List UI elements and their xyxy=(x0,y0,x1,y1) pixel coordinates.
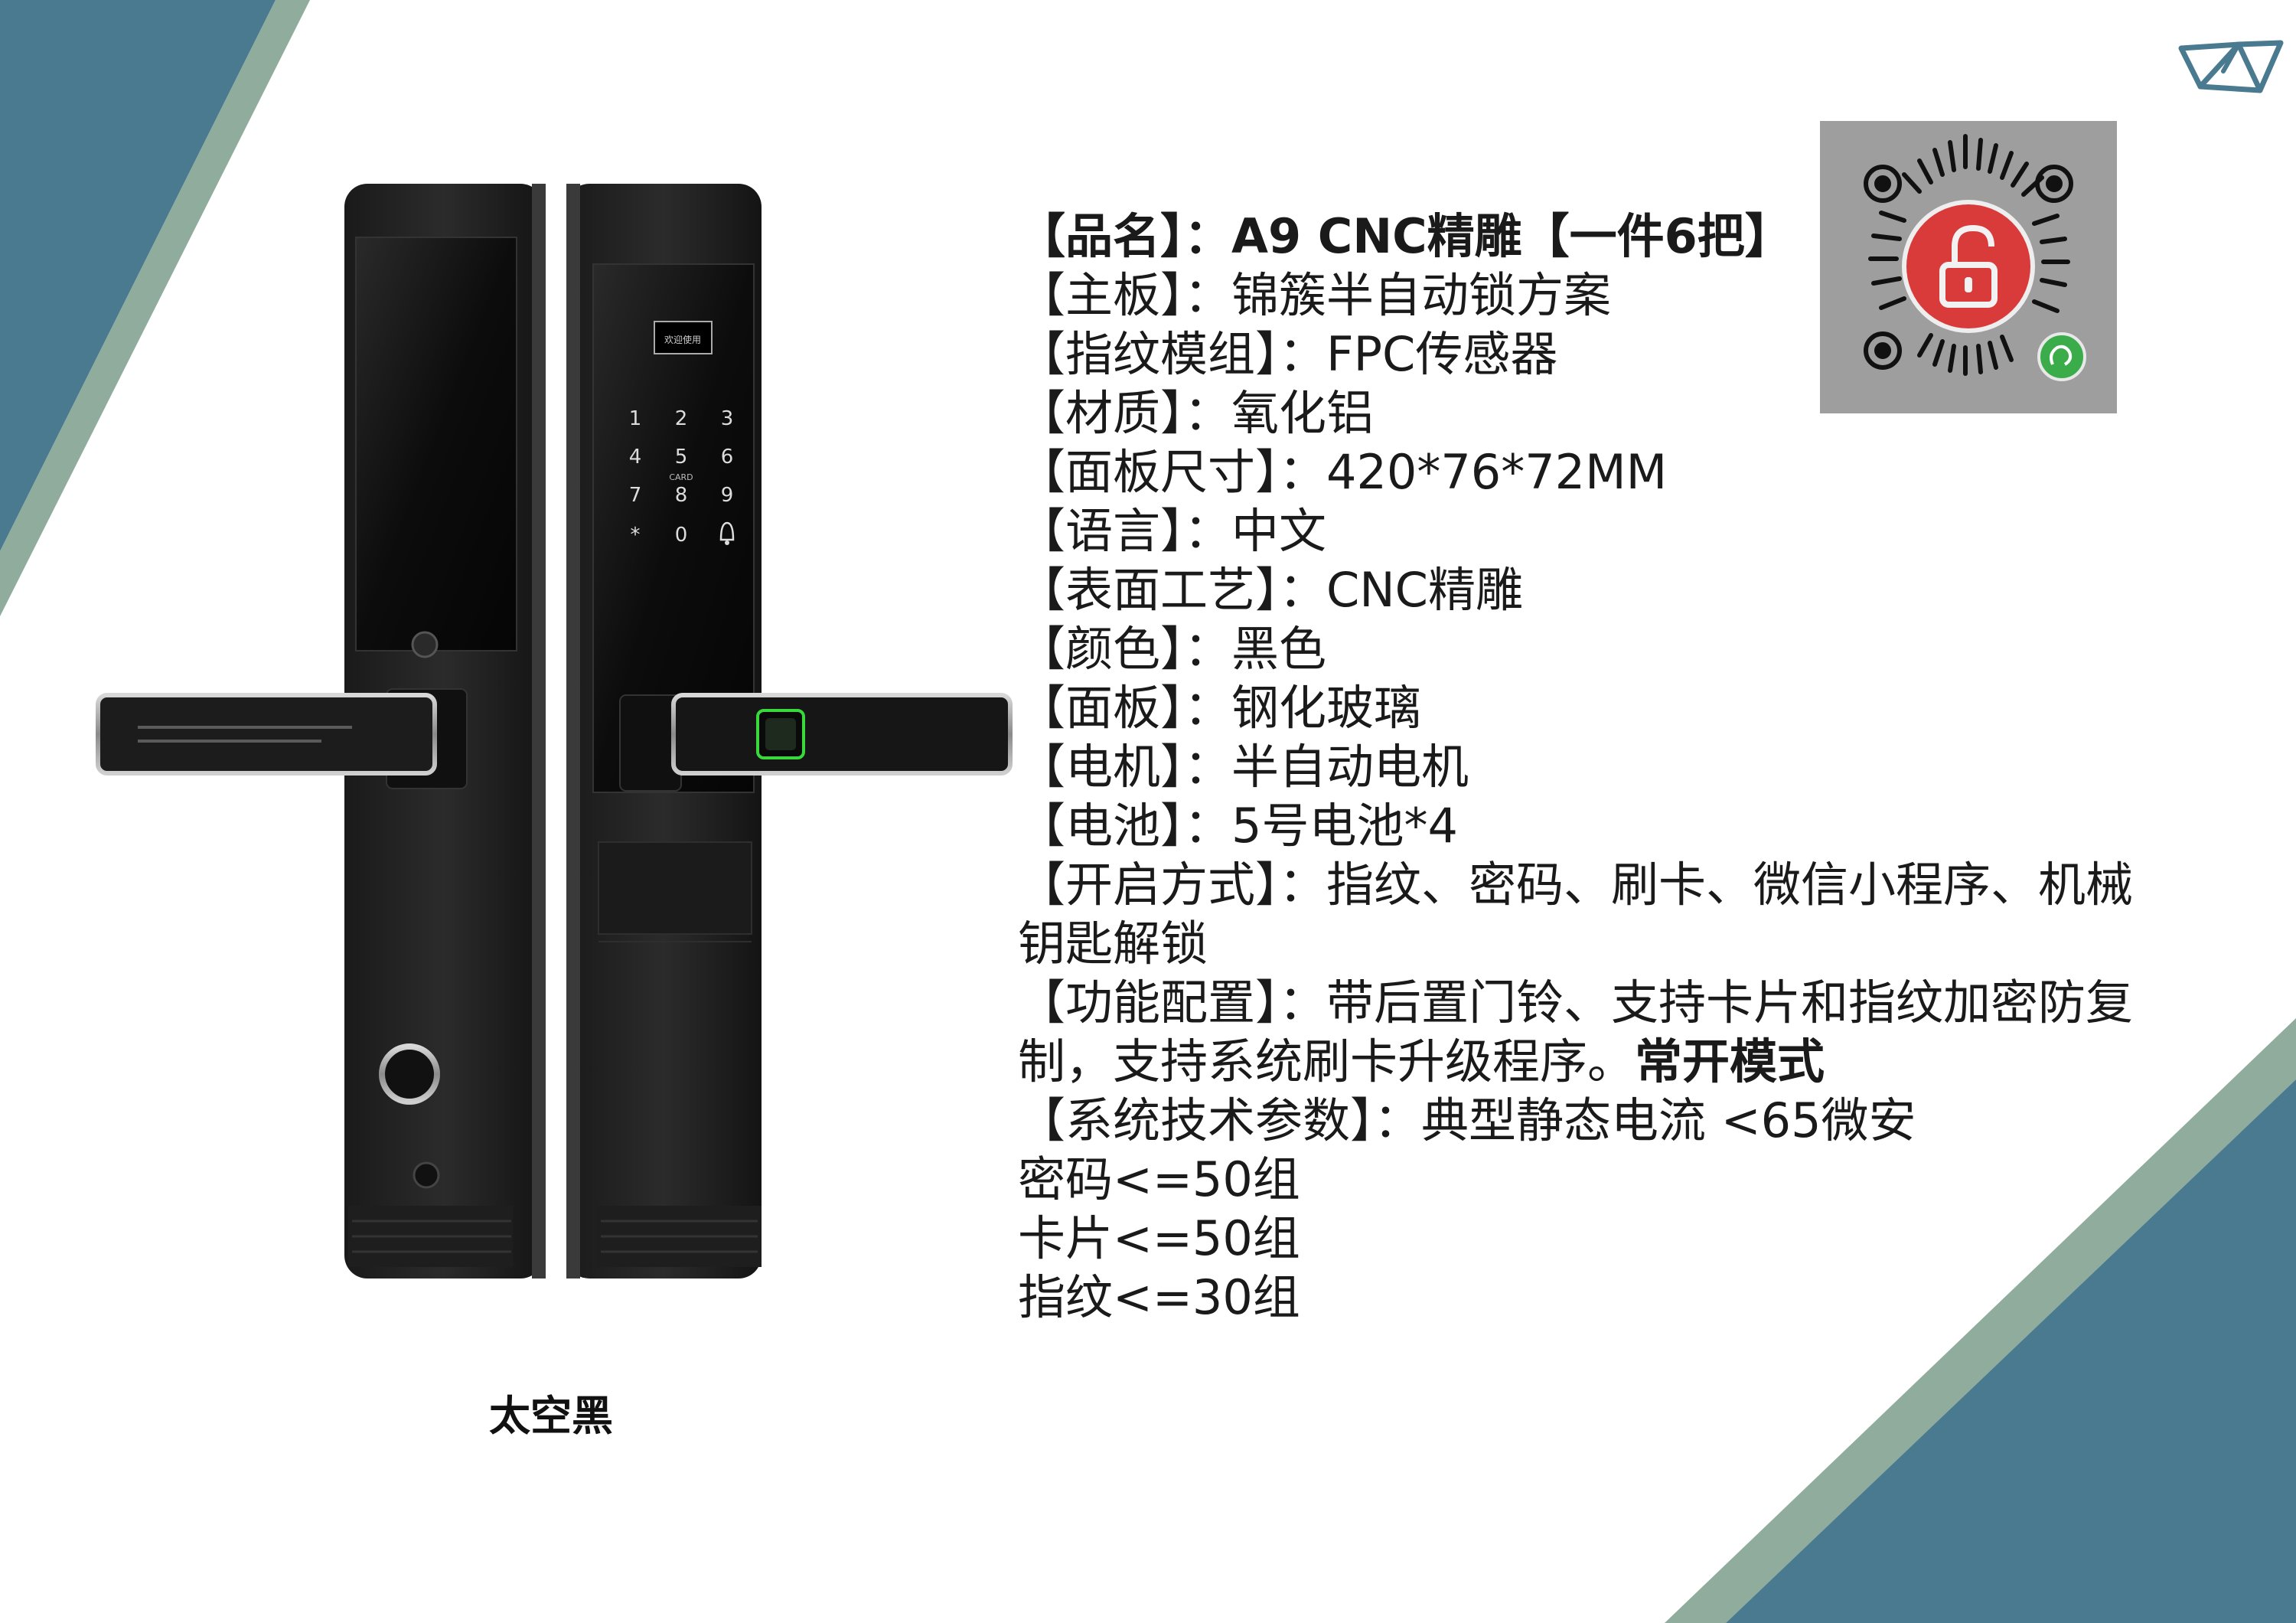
spec-fingerprint-module: 【指纹模组】：FPC传感器 xyxy=(1018,326,1558,382)
key-8: 8 xyxy=(675,484,688,507)
spec-function-config: 【功能配置】：带后置门铃、支持卡片和指纹加密防复制，支持系统刷卡升级程序。常开模… xyxy=(1018,973,2151,1091)
spec-password-capacity: 密码<=50组 xyxy=(1018,1151,1300,1207)
spec-motor: 【电机】：半自动电机 xyxy=(1018,739,1469,795)
spec-tech-params: 【系统技术参数】：典型静态电流 <65微安 xyxy=(1018,1092,1916,1148)
key-2: 2 xyxy=(675,407,688,430)
paper-plane-logo-icon xyxy=(2178,40,2284,93)
product-color-caption: 太空黑 xyxy=(489,1392,613,1440)
spec-panel-size: 【面板尺寸】：420*76*72MM xyxy=(1018,444,1668,500)
spec-card-capacity: 卡片<=50组 xyxy=(1018,1210,1300,1266)
spec-color: 【颜色】：黑色 xyxy=(1018,621,1327,677)
spec-function-highlight: 常开模式 xyxy=(1635,1034,1825,1089)
bell-icon xyxy=(719,521,735,545)
key-9: 9 xyxy=(721,484,734,507)
key-3: 3 xyxy=(721,407,734,430)
key-star: * xyxy=(631,524,641,547)
spec-fingerprint-capacity: 指纹<=30组 xyxy=(1018,1269,1300,1325)
mini-program-icon xyxy=(2037,332,2086,381)
spec-function-text: 【功能配置】：带后置门铃、支持卡片和指纹加密防复制，支持系统刷卡升级程序。 xyxy=(1018,975,2134,1089)
spec-language: 【语言】：中文 xyxy=(1018,503,1327,559)
spec-mainboard: 【主板】：锦簇半自动锁方案 xyxy=(1018,267,1612,323)
key-7: 7 xyxy=(629,484,642,507)
key-0: 0 xyxy=(675,524,688,547)
door-lock-image: 欢迎使用 1 2 3 4 5 6 7 8 9 * 0 CARD xyxy=(96,184,1013,1278)
key-5: 5 xyxy=(675,446,688,469)
key-6: 6 xyxy=(721,446,734,469)
spec-material: 【材质】：氧化铝 xyxy=(1018,385,1375,441)
key-4: 4 xyxy=(629,446,642,469)
spec-unlock-methods: 【开启方式】：指纹、密码、刷卡、微信小程序、机械钥匙解锁 xyxy=(1018,857,2134,972)
spec-surface-process: 【表面工艺】：CNC精雕 xyxy=(1018,562,1523,618)
card-label: CARD xyxy=(669,472,693,482)
key-1: 1 xyxy=(629,407,642,430)
spec-product-name: 【品名】：A9 CNC精雕【一件6把】 xyxy=(1018,208,1792,264)
mini-program-qr-code[interactable] xyxy=(1820,121,2117,413)
spec-panel: 【面板】：钢化玻璃 xyxy=(1018,680,1422,736)
lock-screen-text: 欢迎使用 xyxy=(664,334,701,345)
spec-list: 【品名】：A9 CNC精雕【一件6把】 【主板】：锦簇半自动锁方案 【指纹模组】… xyxy=(1018,207,2151,1327)
spec-battery: 【电池】：5号电池*4 xyxy=(1018,798,1458,854)
